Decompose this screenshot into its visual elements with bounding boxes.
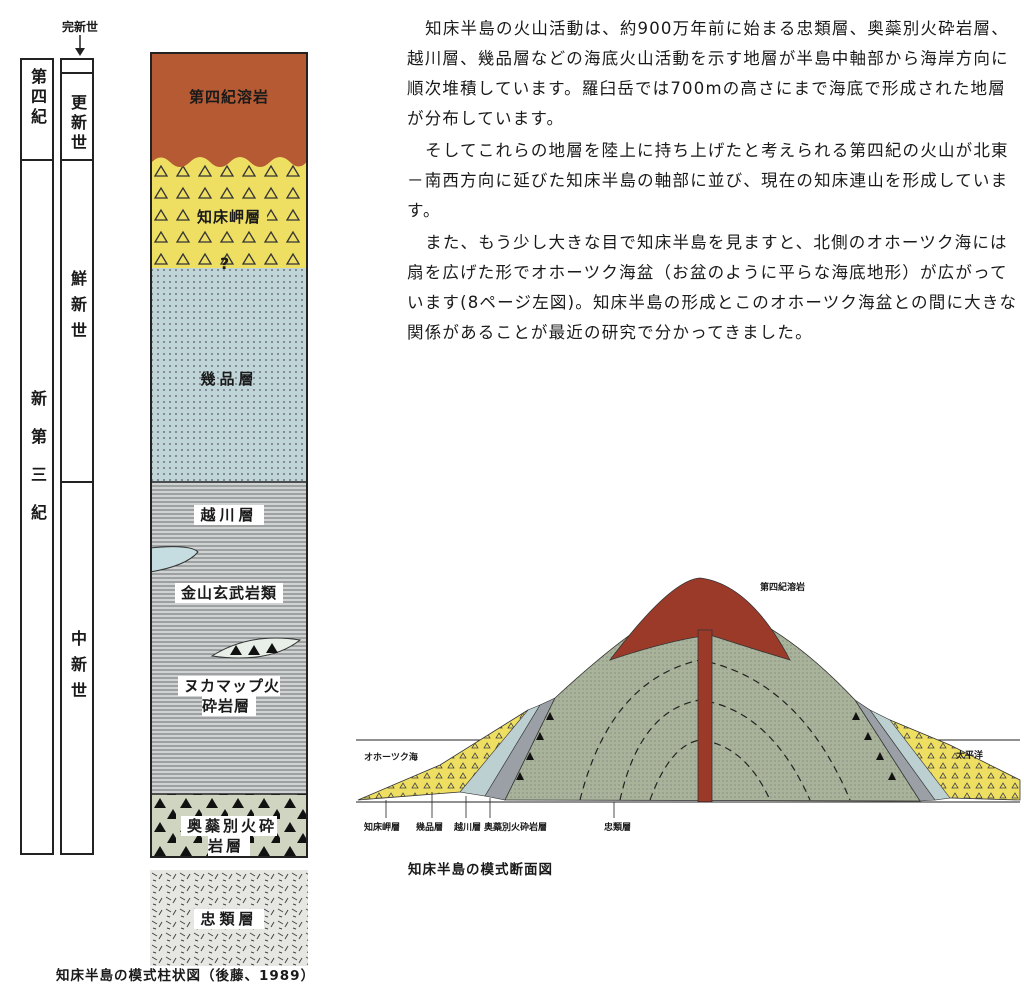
era-neogene: 新第三紀 xyxy=(28,390,47,542)
era-column: 第四紀 新第三紀 xyxy=(20,58,54,855)
cs-dike xyxy=(697,629,713,803)
cross-section-graphic xyxy=(356,577,1021,818)
label-koshikawa: 越川層 xyxy=(194,505,264,525)
label-quaternary-lava: 第四紀溶岩 xyxy=(188,88,269,106)
cs-bottom-label-5: 忠類層 xyxy=(604,823,632,833)
cs-bottom-label-3: 越川層 xyxy=(454,823,482,833)
column-caption: 知床半島の模式柱状図（後藤、1989） xyxy=(56,968,316,984)
layer-lava xyxy=(150,52,308,172)
lens-kanayama-basalt xyxy=(150,546,199,573)
era-quaternary: 第四紀 xyxy=(28,68,47,128)
cs-quaternary-lava xyxy=(608,577,791,661)
holocene-marker: 完新世 xyxy=(50,18,110,57)
epoch-pliocene: 鮮新世 xyxy=(68,270,87,348)
label-nukamappu: ヌカマップ火砕岩層 xyxy=(177,676,280,716)
stratigraphic-column: 第四紀溶岩 知床岬層 ? 幾品層 越川層 金山玄武岩類 ヌカマップ火砕岩層 奥蘂… xyxy=(150,52,308,966)
paragraph-2: そしてこれらの地層を陸上に持ち上げたと考えられる第四紀の火山が北東－南西方向に延… xyxy=(407,141,1009,220)
cs-bottom-label-4: 奥蘂別火砕岩層 xyxy=(484,823,548,833)
epoch-miocene: 中新世 xyxy=(68,630,87,708)
label-churui: 忠類層 xyxy=(194,909,264,929)
label-okushibetsu: 奥蘂別火砕岩層 xyxy=(180,816,277,856)
body-text: 知床半島の火山活動は、約900万年前に始まる忠類層、奥蘂別火砕岩層、越川層、幾品… xyxy=(407,14,1019,350)
cs-bottom-label-2: 幾品層 xyxy=(416,823,444,833)
cross-section-diagram: 第四紀溶岩 オホーツク海 太平洋 知床岬層 幾品層 越川層 奥蘂別火砕岩層 忠類… xyxy=(350,560,1024,850)
cs-label-pacific: 太平洋 xyxy=(956,751,984,761)
label-ikushina: 幾品層 xyxy=(200,370,258,388)
paragraph-1: 知床半島の火山活動は、約900万年前に始まる忠類層、奥蘂別火砕岩層、越川層、幾品… xyxy=(407,19,1009,128)
holocene-label: 完新世 xyxy=(61,20,98,34)
unknown-boundary-mark: ? xyxy=(220,254,230,273)
column-graphic xyxy=(150,52,308,794)
epoch-pleistocene: 更新世 xyxy=(68,94,87,154)
paragraph-3: また、もう少し大きな目で知床半島を見ますと、北側のオホーツク海には扇を広げた形で… xyxy=(407,233,1018,342)
cs-label-lava: 第四紀溶岩 xyxy=(760,583,806,593)
cs-label-okhotsk: オホーツク海 xyxy=(364,753,418,763)
arrow-down-icon xyxy=(75,35,85,56)
cross-section-caption: 知床半島の模式断面図 xyxy=(408,862,553,878)
epoch-column: 更新世 鮮新世 中新世 xyxy=(60,58,94,855)
label-kanayama-basalt: 金山玄武岩類 xyxy=(174,583,283,603)
label-shiretoko-misaki: 知床岬層 xyxy=(190,207,267,227)
cs-bottom-label-1: 知床岬層 xyxy=(364,823,401,833)
